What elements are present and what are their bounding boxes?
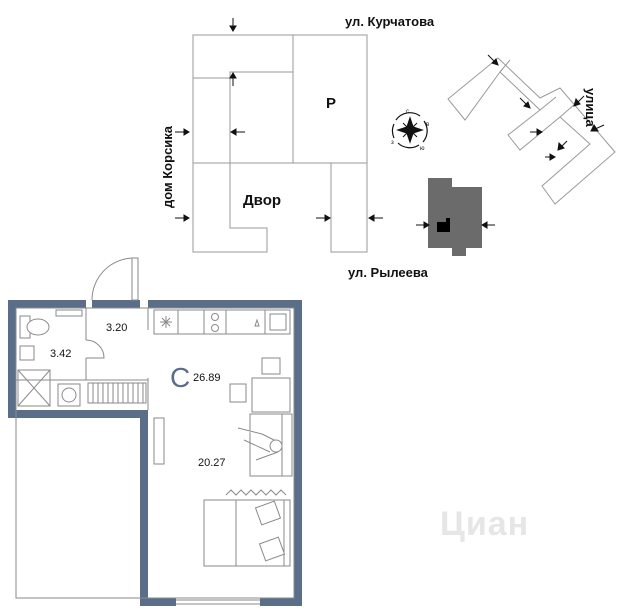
washing-machine	[57, 383, 81, 407]
window-bottom	[176, 599, 260, 605]
bath-sink	[55, 309, 83, 317]
street-dom-korsika-label: дом Корсика	[160, 125, 175, 208]
street-kurchatova-label: ул. Курчатова	[345, 14, 435, 29]
dining-table	[229, 357, 291, 413]
building-dark	[428, 178, 482, 256]
bed	[203, 499, 291, 567]
svg-text:ю: ю	[420, 146, 425, 152]
parking-label: Р	[326, 95, 337, 112]
kitchen-counter	[153, 309, 291, 335]
street-ulitsa-label: улица	[583, 88, 598, 127]
living-area-label: 20.27	[198, 457, 226, 469]
site-buildings	[192, 34, 616, 253]
shower	[17, 345, 51, 407]
hall-area-label: 3.20	[106, 322, 128, 334]
svg-text:с: с	[406, 109, 409, 115]
total-area-label: 26.89	[193, 372, 221, 384]
apartment-type-label: С	[170, 362, 191, 393]
building-left	[192, 34, 294, 253]
entry-door	[91, 257, 139, 301]
compass-icon: с в з ю	[391, 109, 429, 152]
building-east	[447, 57, 616, 205]
watermark: Циан	[440, 505, 530, 543]
courtyard-label: Двор	[243, 192, 282, 209]
sofa	[237, 413, 293, 477]
radiator	[87, 382, 147, 404]
svg-text:в: в	[426, 122, 429, 128]
building-ryleeva	[330, 162, 368, 253]
entrance-arrows	[175, 18, 605, 229]
toilet	[19, 315, 50, 339]
street-ryleeva-label: ул. Рылеева	[348, 265, 428, 280]
svg-text:з: з	[391, 140, 394, 146]
zigzag-divider	[225, 489, 287, 496]
tv-panel	[153, 417, 165, 465]
bath-door	[85, 339, 105, 359]
building-dark-entrance	[437, 218, 450, 232]
bathroom-area-label: 3.42	[50, 348, 72, 360]
